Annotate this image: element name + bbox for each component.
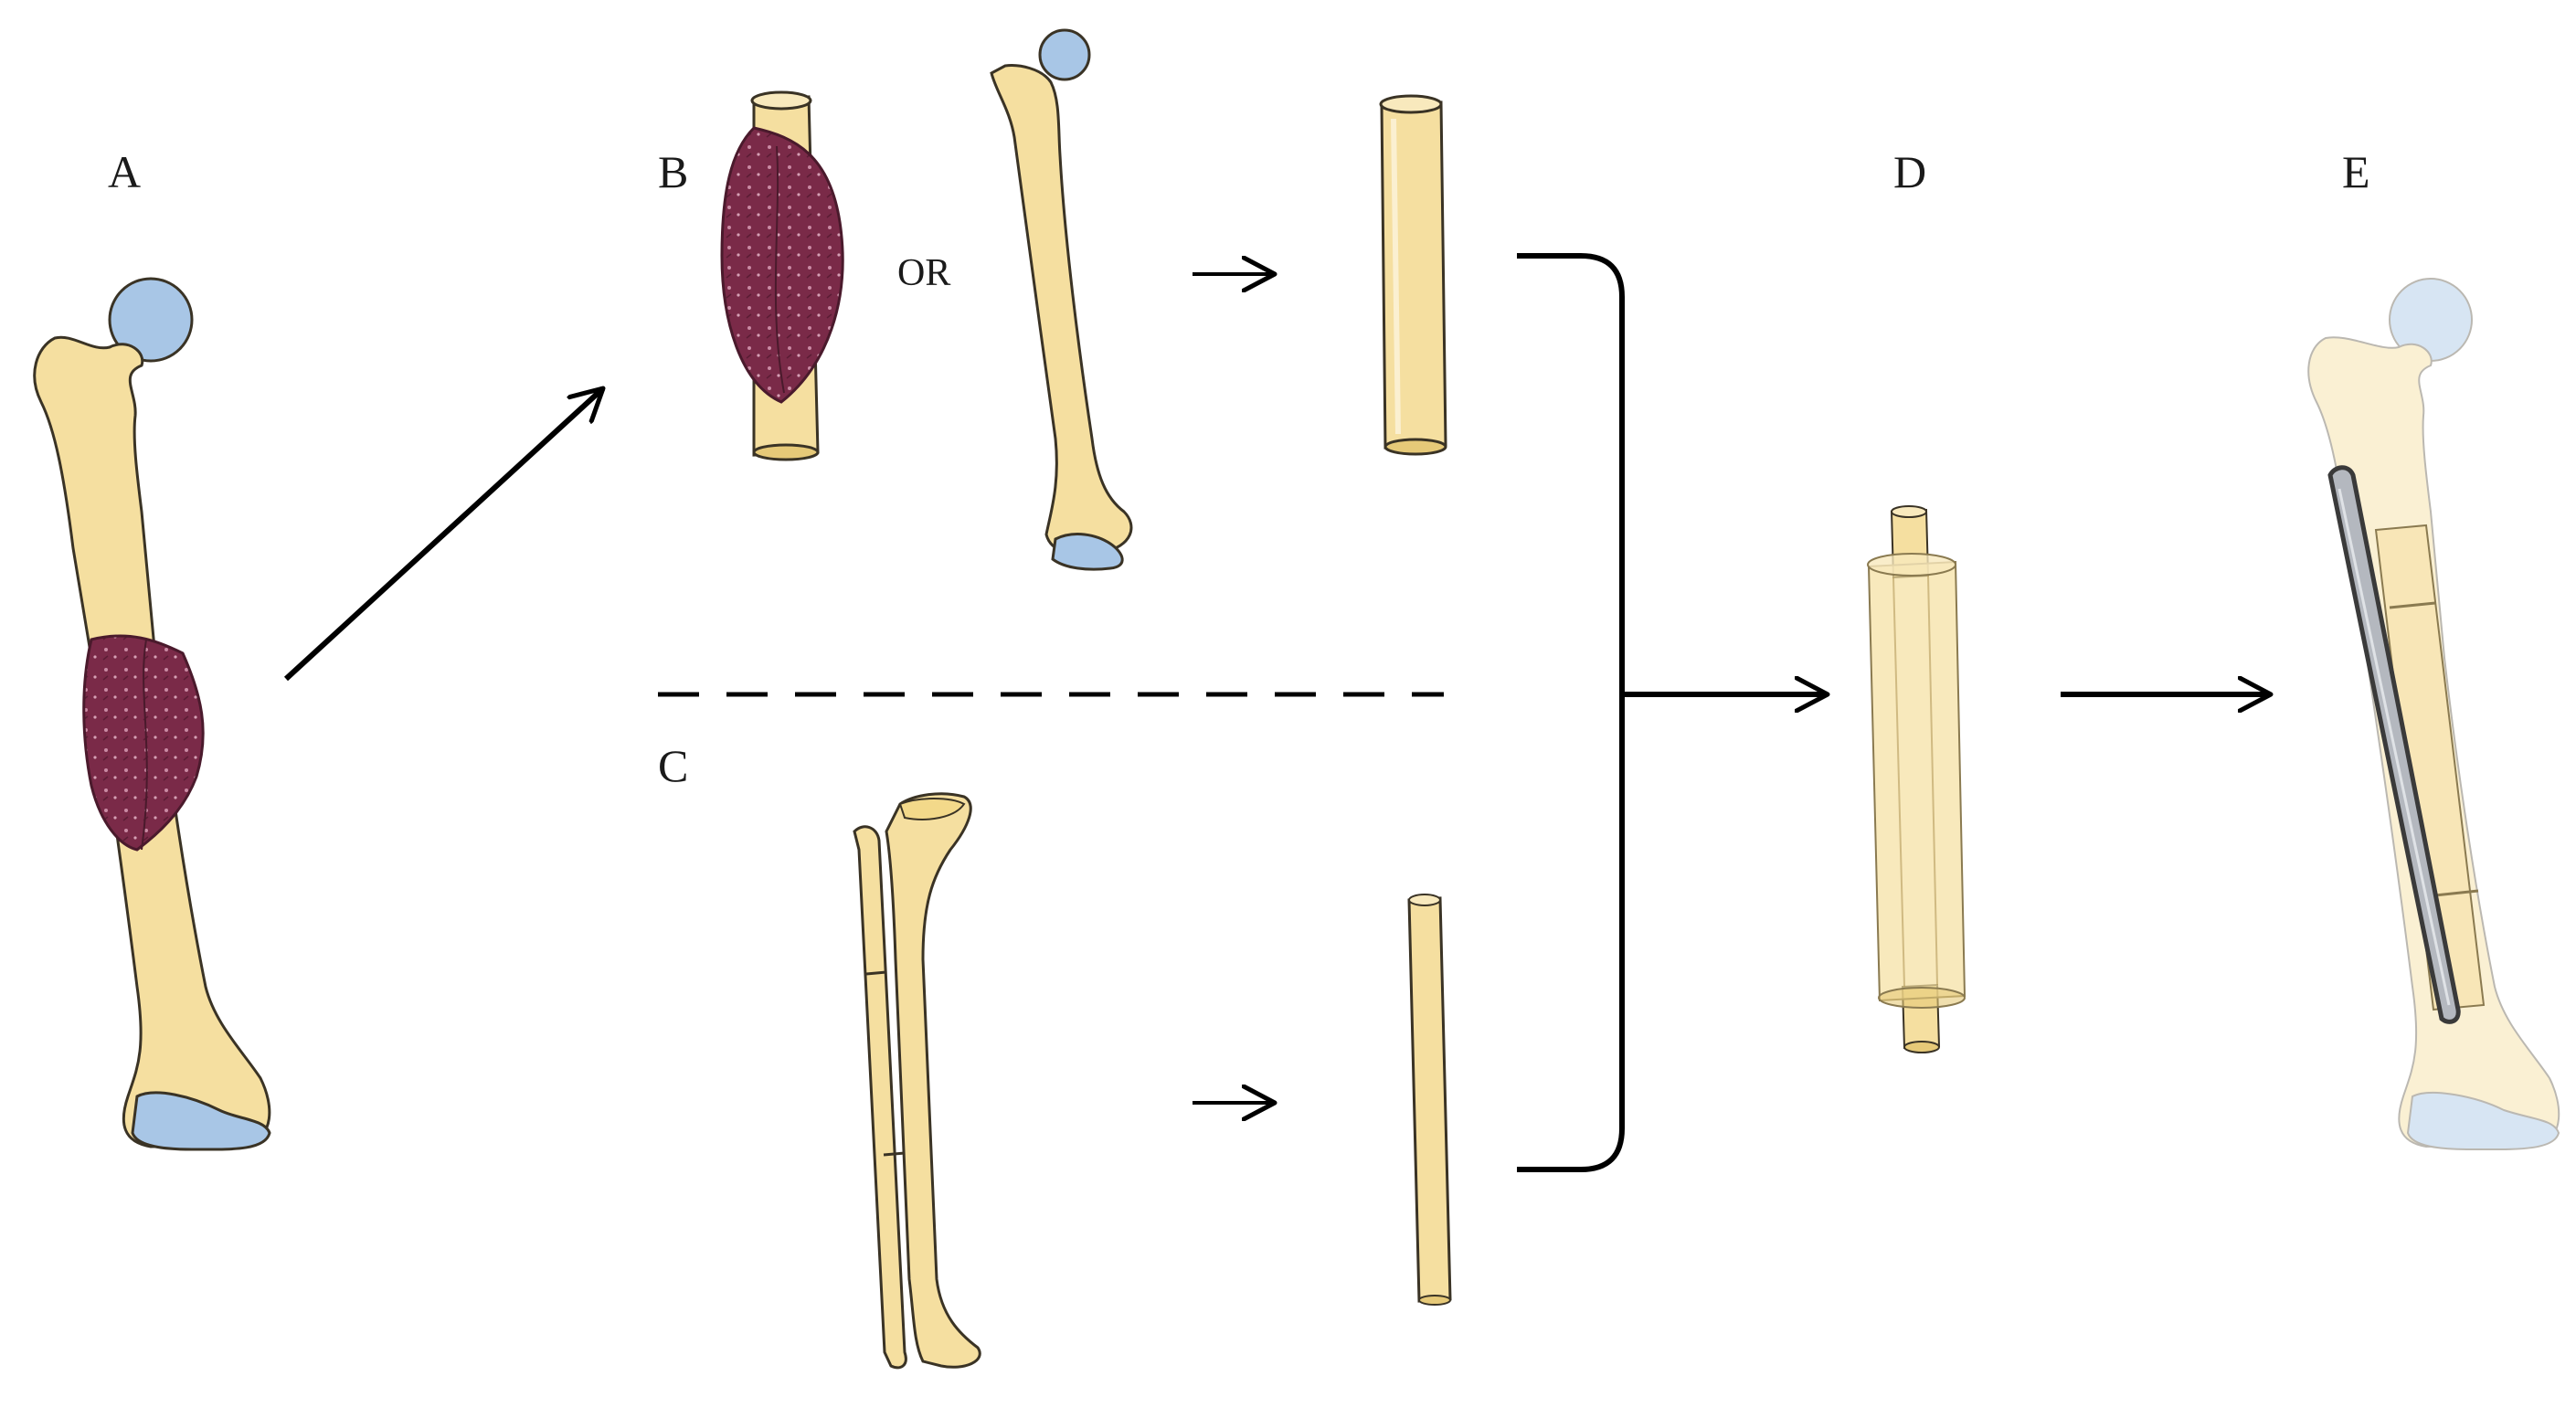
knee-cartilage (131, 1091, 271, 1151)
donor-femur-shaft (990, 64, 1133, 556)
or-label: OR (897, 252, 950, 294)
panel-label-e: E (2342, 146, 2370, 197)
outer-allograft (1867, 560, 1966, 1002)
panel-label-d: D (1893, 146, 1926, 197)
resected-tumor-mass (720, 126, 844, 404)
graft-junction-bottom (2434, 889, 2479, 897)
femoral-head-cartilage (108, 277, 194, 363)
resected-bone-top (750, 90, 812, 111)
outer-allograft-top (1867, 553, 1956, 577)
tibia-shaft (885, 792, 981, 1369)
tumor-mass (82, 634, 205, 852)
allograft-top (1379, 94, 1443, 114)
fibula-shaft (853, 825, 907, 1370)
tibia-plateau (898, 798, 966, 820)
allograft-bottom (1383, 438, 1447, 456)
allograft-body (1380, 101, 1447, 450)
fibula-graft-top (1408, 894, 1441, 906)
panel-label-a: A (108, 146, 141, 197)
reconstructed-knee-cartilage (2406, 1091, 2560, 1151)
tumor-fracture-line (141, 639, 148, 851)
composite-graft (1867, 505, 1966, 1053)
allograft-highlight (1391, 118, 1401, 435)
fibula-cut-lower (883, 1151, 906, 1157)
allograft-cylinder (1379, 94, 1447, 456)
resected-bone-bottom (752, 443, 820, 461)
femur-with-tumor (33, 277, 271, 1151)
inner-fibula-outline-right (1927, 575, 1938, 986)
resected-tumor-line (774, 145, 785, 394)
resected-tumor-segment (720, 90, 844, 461)
panel-label-b: B (658, 146, 688, 197)
combine-bracket (1517, 253, 1625, 1172)
panel-label-c: C (658, 740, 688, 791)
inner-fibula-bottom-cap (1903, 1041, 1940, 1053)
graft-junction-top (2389, 601, 2436, 609)
arrow-a-to-b (283, 388, 603, 682)
reconstructed-femoral-head (2389, 278, 2473, 362)
fibula-graft (1407, 894, 1452, 1306)
donor-femur (990, 28, 1133, 571)
fixation-plate-inner (2337, 488, 2451, 1006)
donor-femur-condyle-cartilage (1051, 533, 1124, 571)
fibula-graft-body (1407, 896, 1452, 1303)
fixation-plate (2327, 465, 2461, 1024)
donor-femur-head (1038, 28, 1091, 81)
fibula-graft-bottom (1418, 1295, 1451, 1306)
tibia-fibula (853, 792, 981, 1370)
inner-fibula-outline-left (1892, 577, 1905, 988)
inner-fibula-top-cap (1891, 505, 1927, 518)
outer-allograft-bottom (1878, 987, 1966, 1009)
fibula-cut-upper (865, 970, 887, 976)
